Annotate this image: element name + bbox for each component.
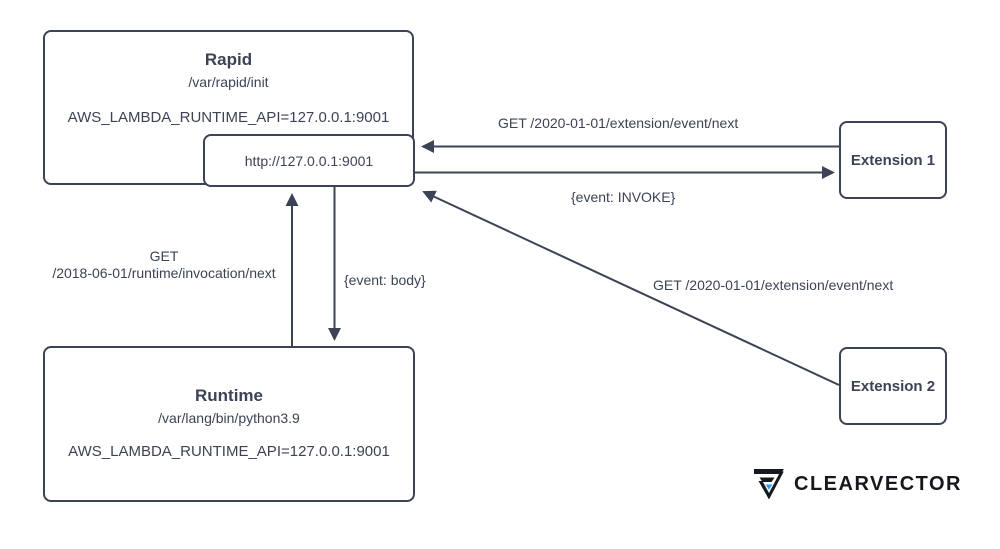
- runtime-path: /var/lang/bin/python3.9: [158, 410, 300, 426]
- edge-label-runtime-get-next-line1: GET: [149, 248, 179, 264]
- edge-label-runtime-get-next: GET /2018-06-01/runtime/invocation/next: [40, 248, 288, 282]
- arrow-extension2-to-endpoint: [422, 190, 840, 386]
- edge-label-runtime-get-next-line2: /2018-06-01/runtime/invocation/next: [52, 265, 276, 281]
- edge-label-extension1-get-next: GET /2020-01-01/extension/event/next: [498, 115, 739, 131]
- runtime-api-endpoint-node: http://127.0.0.1:9001: [203, 134, 415, 187]
- runtime-env-var: AWS_LAMBDA_RUNTIME_API=127.0.0.1:9001: [68, 443, 390, 460]
- edge-label-extension2-get-next: GET /2020-01-01/extension/event/next: [653, 277, 894, 293]
- clearvector-logo-text: CLEARVECTOR: [794, 473, 963, 495]
- extension1-label: Extension 1: [850, 151, 936, 169]
- rapid-node: Rapid /var/rapid/init AWS_LAMBDA_RUNTIME…: [43, 30, 414, 185]
- rapid-env-var: AWS_LAMBDA_RUNTIME_API=127.0.0.1:9001: [67, 109, 390, 126]
- extension1-node: Extension 1: [839, 121, 947, 199]
- edge-label-event-invoke: {event: INVOKE}: [571, 189, 676, 205]
- extension2-label: Extension 2: [850, 377, 936, 395]
- clearvector-logo: CLEARVECTOR: [752, 466, 962, 502]
- runtime-node: Runtime /var/lang/bin/python3.9 AWS_LAMB…: [43, 346, 415, 502]
- rapid-path: /var/rapid/init: [188, 74, 269, 90]
- edge-label-event-body: {event: body}: [344, 272, 426, 288]
- rapid-title: Rapid: [204, 50, 253, 69]
- runtime-title: Runtime: [195, 386, 263, 405]
- extension2-node: Extension 2: [839, 347, 947, 425]
- endpoint-url: http://127.0.0.1:9001: [244, 152, 374, 169]
- clearvector-triangle-logo-icon: [754, 469, 784, 500]
